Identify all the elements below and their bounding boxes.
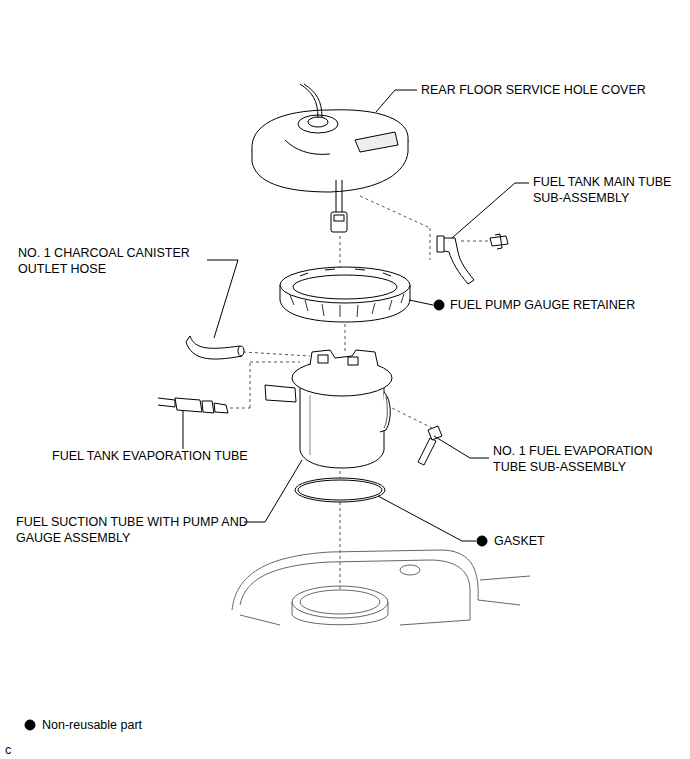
fuel-suction-tube-assembly [265, 350, 392, 468]
part-name: FUEL SUCTION TUBE WITH PUMP AND GAUGE AS… [16, 514, 248, 546]
non-reusable-marker [434, 300, 444, 310]
connector [331, 212, 347, 232]
part-name: NO. 1 FUEL EVAPORATION TUBE SUB-ASSEMBLY [493, 443, 679, 475]
legend-text: Non-reusable part [42, 717, 262, 733]
fuel-evaporation-tube [418, 426, 442, 465]
figure-code: c [5, 742, 35, 758]
fuel-tank-floor [232, 550, 530, 625]
connector [334, 215, 344, 221]
part-name: REAR FLOOR SERVICE HOLE COVER [421, 82, 681, 98]
part-name: FUEL TANK EVAPORATION TUBE [52, 448, 312, 464]
harness-wire [300, 84, 322, 118]
fuel-pump-gauge-retainer [280, 267, 410, 322]
part-name: FUEL PUMP GAUGE RETAINER [450, 297, 680, 313]
leader-lines [183, 90, 529, 541]
fuel-tank-main-tube [437, 234, 508, 284]
charcoal-canister-hose [186, 336, 244, 359]
gasket [295, 478, 385, 502]
part-name: FUEL TANK MAIN TUBE SUB-ASSEMBLY [533, 174, 685, 206]
part-name: GASKET [494, 533, 614, 549]
part-name: NO. 1 CHARCOAL CANISTER OUTLET HOSE [18, 245, 208, 277]
evaporation-tube [158, 398, 228, 413]
legend-marker [25, 720, 35, 730]
assembly-guide-lines [230, 196, 500, 590]
harness-wire [336, 180, 342, 212]
service-hole-cover [252, 110, 408, 192]
non-reusable-marker [477, 536, 487, 546]
